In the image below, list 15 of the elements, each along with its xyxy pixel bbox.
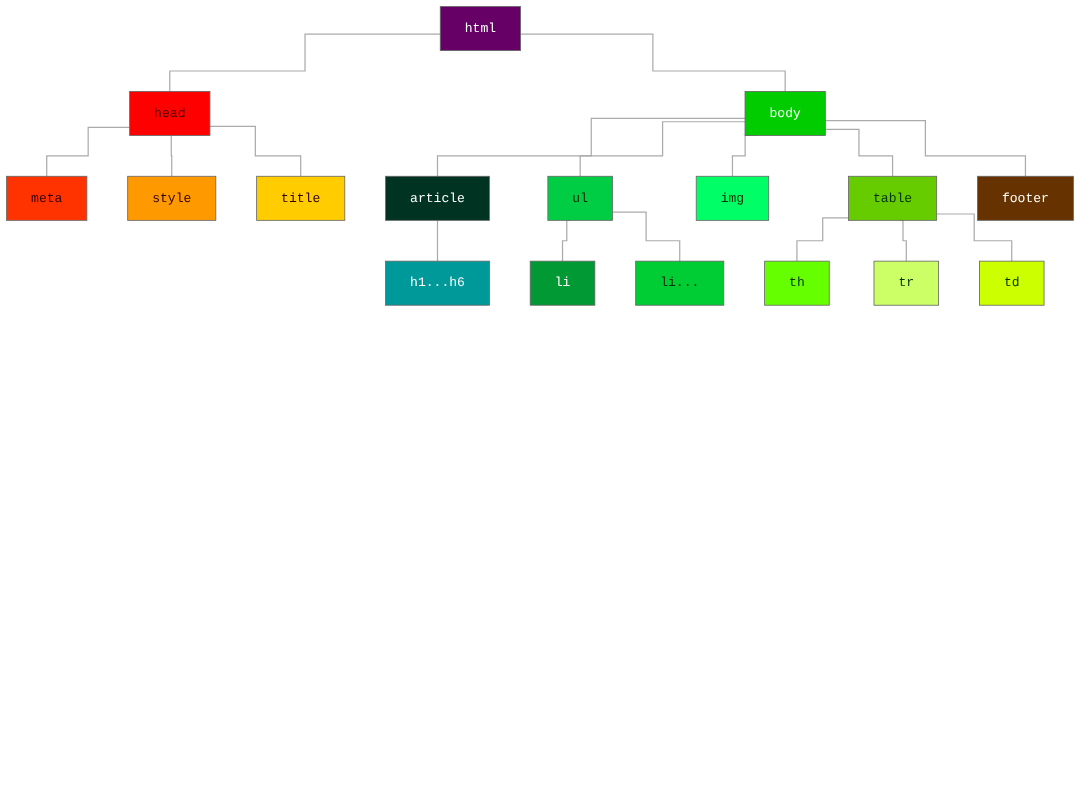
connector: [611, 211, 681, 262]
connector: [824, 128, 894, 177]
connector: [796, 217, 850, 262]
connector: [824, 119, 1027, 177]
connector: [936, 213, 1013, 262]
connector: [436, 219, 439, 262]
connector: [561, 219, 572, 262]
connector: [46, 126, 131, 177]
connector: [170, 134, 173, 177]
connector: [209, 125, 302, 177]
connector: [899, 219, 907, 262]
connector: [169, 33, 441, 92]
connector: [579, 121, 746, 177]
connector: [519, 33, 786, 92]
connector: [436, 117, 746, 177]
